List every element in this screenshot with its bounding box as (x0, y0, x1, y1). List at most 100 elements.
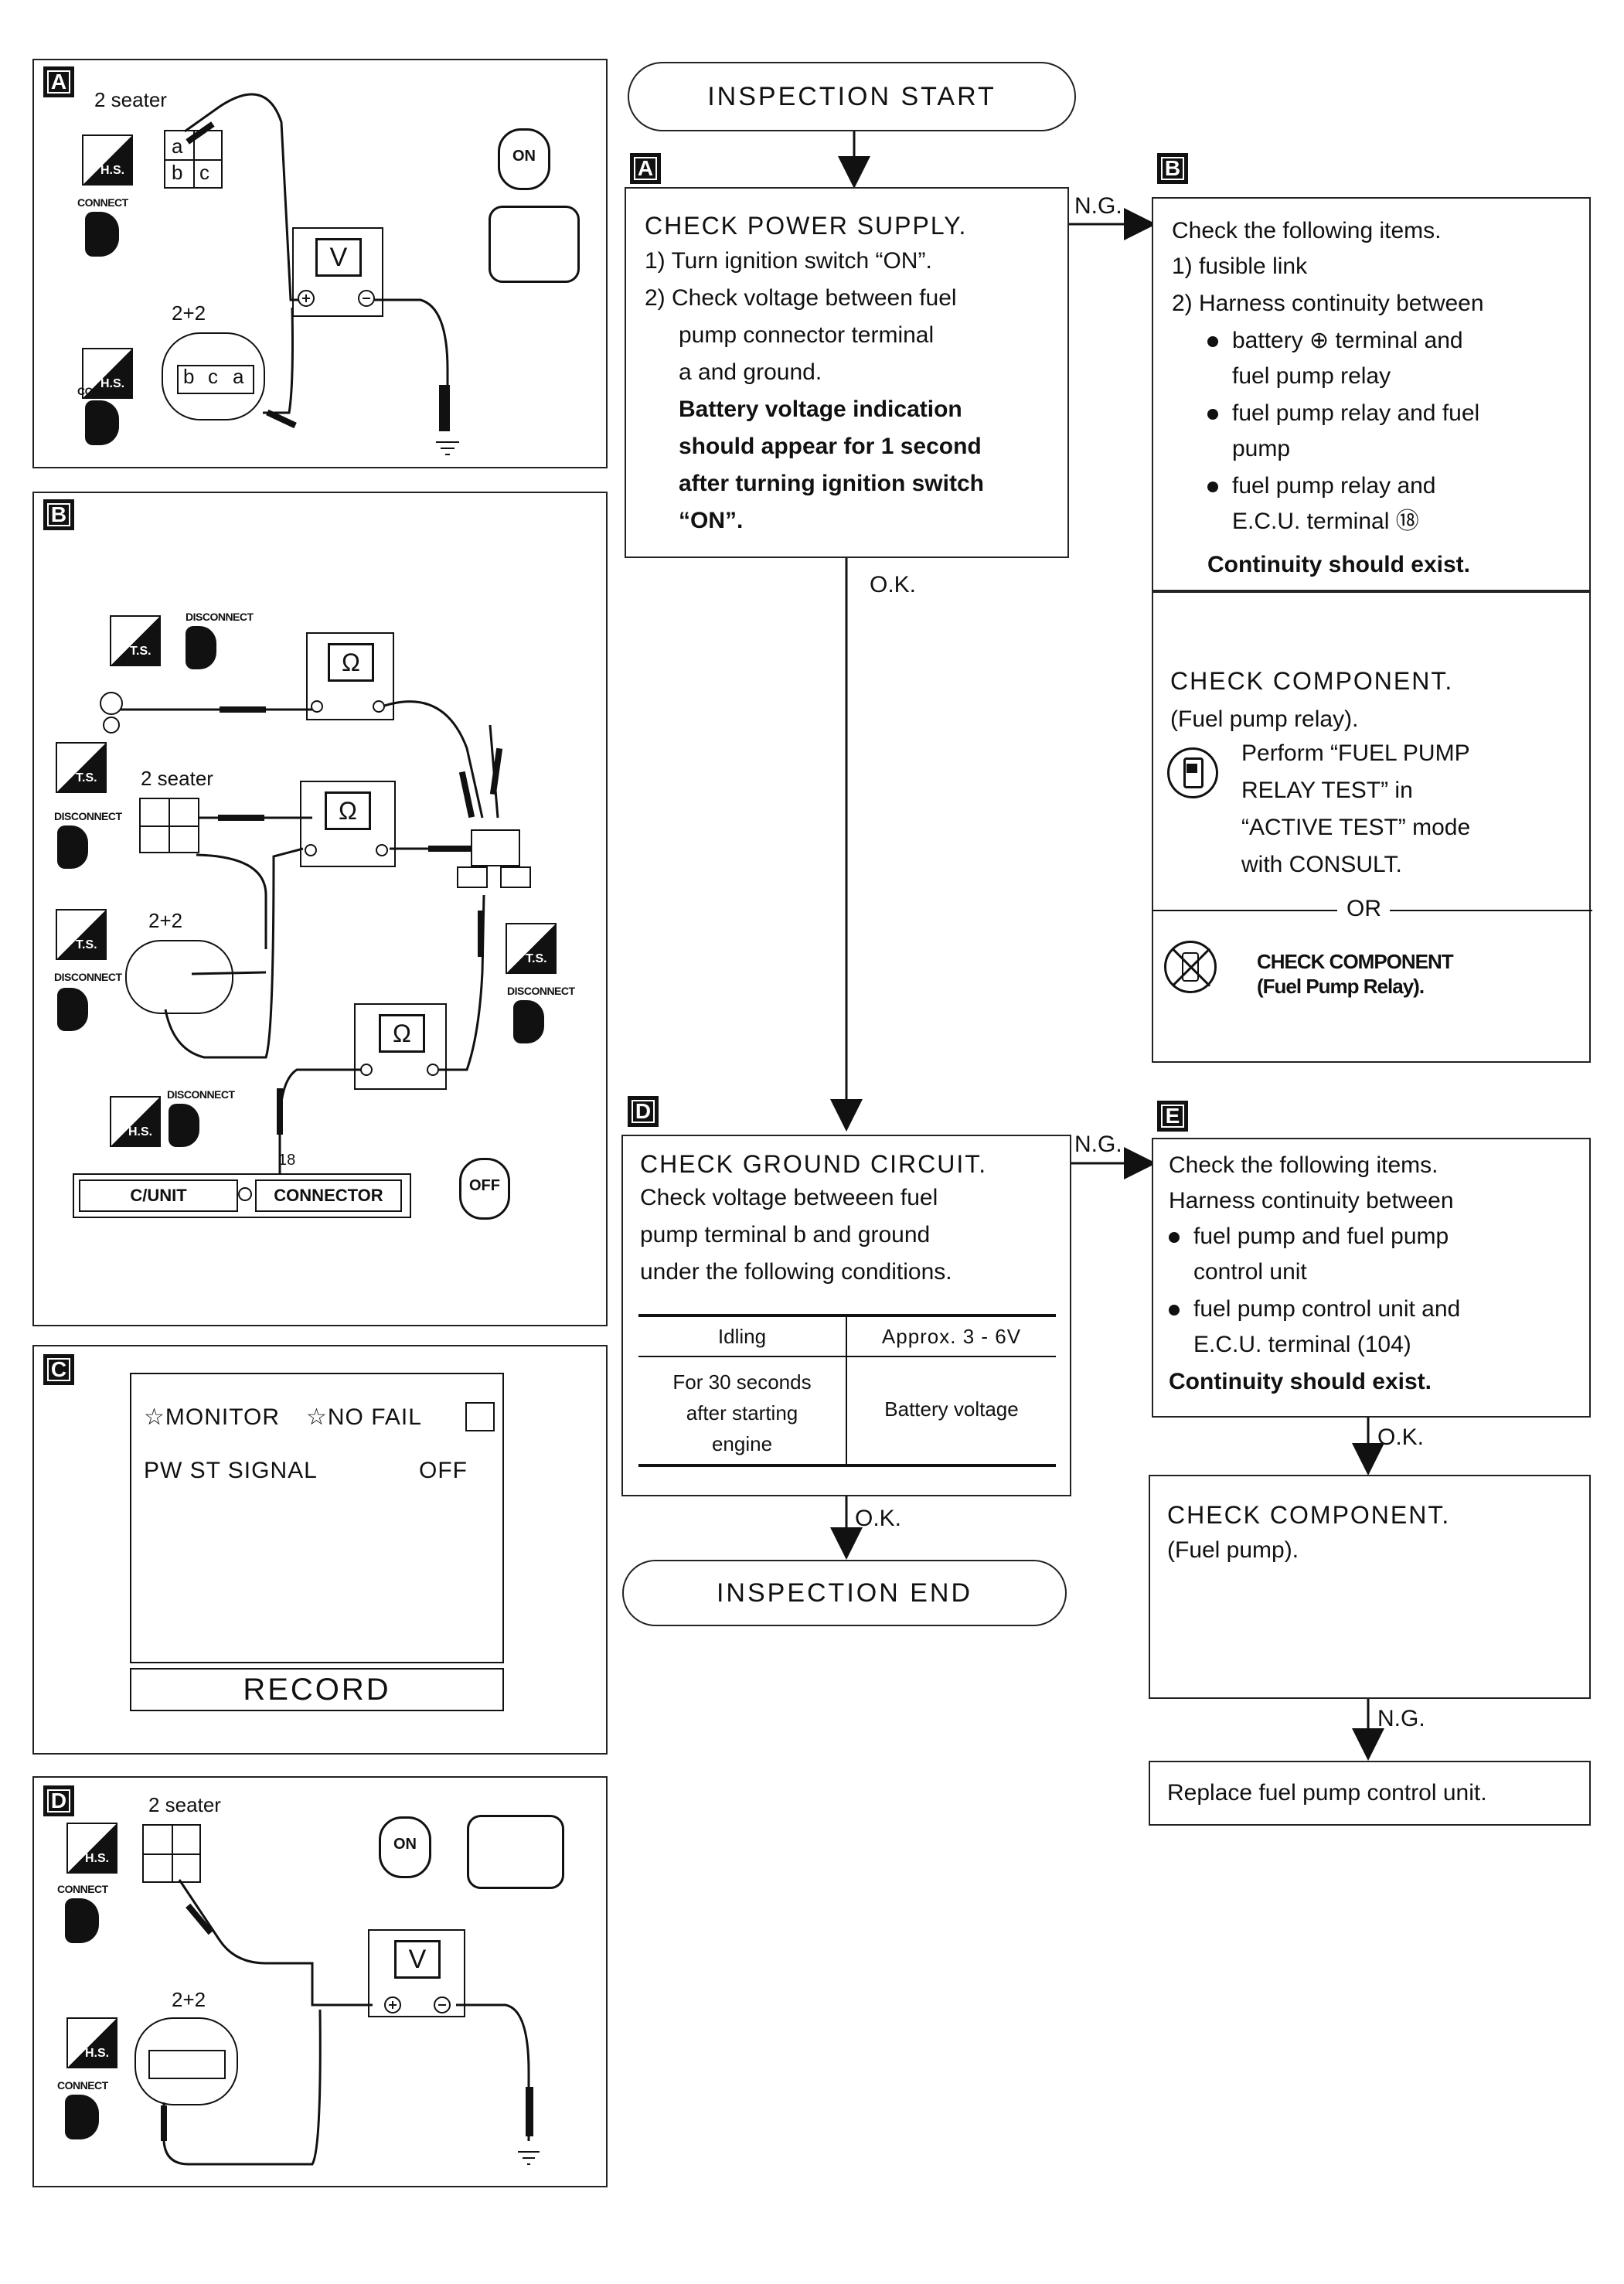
box-g-text: Replace fuel pump control unit. (1167, 1780, 1487, 1806)
condition-table: Idling Approx. 3 - 6V For 30 seconds aft… (638, 1314, 1056, 1469)
box-a-line-4: a and ground. (679, 359, 822, 385)
hs-icon: H.S. (82, 134, 133, 186)
panel-b-two-seater: 2 seater (141, 767, 213, 790)
no-fail-label: ☆NO FAIL (306, 1404, 422, 1430)
box-c-consult-2: RELAY TEST” in (1241, 778, 1413, 803)
control-unit-connector: C/UNIT CONNECTOR (73, 1173, 411, 1218)
box-e-line-2: Harness continuity between (1169, 1188, 1454, 1213)
box-e-bullet-1b: control unit (1193, 1259, 1307, 1285)
twoplus-connector (125, 940, 233, 1014)
two-seater-connector: a b c (164, 130, 223, 189)
box-e-bullet-2: fuel pump control unit and (1169, 1291, 1460, 1328)
box-c-alt-sub: (Fuel Pump Relay). (1257, 975, 1425, 998)
box-d-line-3: under the following conditions. (640, 1259, 952, 1285)
ng-label-d: N.G. (1074, 1132, 1122, 1157)
consult-icon (1167, 747, 1218, 798)
box-b-line-2: 1) fusible link (1172, 254, 1308, 279)
hs-icon: H.S. (82, 348, 133, 399)
box-b-bullet-3b: E.C.U. terminal ⑱ (1232, 509, 1419, 534)
box-b-bullet-1b: fuel pump relay (1232, 363, 1391, 389)
panel-d-twoplus: 2+2 (172, 1988, 206, 2011)
connect-label: CONNECT (77, 196, 128, 209)
connector-icon (65, 2095, 99, 2139)
box-b-continuity: Continuity should exist. (1207, 552, 1471, 577)
connect-label: CONNECT (57, 2079, 108, 2092)
inspection-end-label: INSPECTION END (716, 1578, 973, 1608)
step-a-tag: A (630, 153, 661, 184)
ohmmeter-2: Ω (300, 781, 396, 867)
panel-c-consult-monitor: C ☆MONITOR ☆NO FAIL PW ST SIGNAL OFF REC… (32, 1345, 608, 1755)
bullet-icon (1169, 1305, 1180, 1316)
panel-c-tag: C (43, 1354, 74, 1385)
box-a-bold-4: “ON”. (679, 508, 744, 533)
box-check-component-c: CHECK COMPONENT. (Fuel pump relay). Perf… (1152, 591, 1592, 1063)
panel-d-two-seater: 2 seater (148, 1793, 221, 1816)
box-d-title: CHECK GROUND CIRCUIT. (640, 1150, 988, 1178)
inspection-start-label: INSPECTION START (707, 81, 996, 111)
box-c-consult-4: with CONSULT. (1241, 852, 1402, 877)
box-replace-control-unit: Replace fuel pump control unit. (1149, 1761, 1591, 1826)
bullet-icon (1169, 1232, 1180, 1244)
box-d-line-1: Check voltage betweeen fuel (640, 1185, 938, 1210)
ts-icon: T.S. (506, 923, 557, 974)
hs-icon: H.S. (110, 1096, 161, 1147)
step-d-tag: D (628, 1096, 659, 1127)
inspection-start: INSPECTION START (628, 62, 1076, 131)
box-b-bullet-2b: pump (1232, 436, 1291, 461)
box-f-sub: (Fuel pump). (1167, 1537, 1299, 1563)
ng-label-a: N.G. (1074, 193, 1122, 219)
ng-label-f: N.G. (1377, 1706, 1425, 1731)
box-e-bullet-2b: E.C.U. terminal (104) (1193, 1332, 1411, 1357)
box-check-component-fuel-pump: CHECK COMPONENT. (Fuel pump). (1149, 1475, 1591, 1699)
panel-a-wires (184, 93, 459, 455)
consult-screen: ☆MONITOR ☆NO FAIL PW ST SIGNAL OFF (130, 1373, 504, 1663)
two-seater-connector (139, 798, 199, 853)
box-a-line-3: pump connector terminal (679, 322, 935, 348)
box-a-line-2: 2) Check voltage between fuel (645, 285, 957, 311)
box-e-continuity: Continuity should exist. (1169, 1369, 1432, 1394)
ts-icon: T.S. (56, 909, 107, 960)
box-b-line-1: Check the following items. (1172, 218, 1442, 243)
box-f-title: CHECK COMPONENT. (1167, 1501, 1451, 1529)
bullet-icon (1207, 482, 1218, 493)
step-e-tag: E (1157, 1101, 1188, 1132)
twoplus-connector (134, 2017, 238, 2105)
ignition-key-on-icon: ON (379, 1816, 431, 1878)
table-value-after-start: Battery voltage (884, 1397, 1019, 1421)
connect-label: CONNECT (57, 1883, 108, 1895)
pw-st-signal-value: OFF (419, 1458, 468, 1483)
box-e-line-1: Check the following items. (1169, 1152, 1438, 1178)
box-c-title: CHECK COMPONENT. (1170, 667, 1454, 695)
box-b-line-3: 2) Harness continuity between (1172, 291, 1484, 316)
panel-b-twoplus: 2+2 (148, 909, 183, 932)
table-cond-idling: Idling (717, 1325, 767, 1348)
box-check-ground-circuit: CHECK GROUND CIRCUIT. Check voltage betw… (621, 1135, 1071, 1496)
disconnect-label: DISCONNECT (186, 611, 254, 623)
ts-icon: T.S. (110, 615, 161, 666)
box-b-bullet-1: battery ⊕ terminal and (1207, 322, 1463, 359)
disconnect-label: DISCONNECT (167, 1088, 235, 1101)
or-divider-left (1153, 910, 1337, 911)
bullet-icon (1207, 336, 1218, 348)
ok-label-a: O.K. (870, 572, 917, 597)
voltmeter: V (292, 227, 383, 317)
two-seater-connector (142, 1824, 201, 1883)
ignition-key-off-icon: OFF (459, 1158, 510, 1220)
box-a-bold-3: after turning ignition switch (679, 471, 984, 496)
status-checkbox (465, 1402, 495, 1431)
box-c-consult-1: Perform “FUEL PUMP (1241, 740, 1470, 766)
ts-icon: T.S. (56, 742, 107, 793)
box-c-alt-title: CHECK COMPONENT (1257, 950, 1454, 973)
box-a-bold-2: should appear for 1 second (679, 434, 982, 459)
box-a-line-1: 1) Turn ignition switch “ON”. (645, 248, 932, 274)
box-a-bold-1: Battery voltage indication (679, 397, 962, 422)
engine-icon (467, 1815, 564, 1889)
hs-icon: H.S. (66, 1823, 117, 1874)
connector-icon (85, 212, 119, 257)
record-button[interactable]: RECORD (130, 1668, 504, 1711)
disconnect-label: DISCONNECT (507, 985, 575, 997)
panel-a-two-seater: 2 seater (94, 88, 167, 111)
panel-b-tag: B (43, 499, 74, 530)
ok-label-d: O.K. (855, 1506, 902, 1531)
terminal-18-label: 18 (278, 1152, 296, 1169)
